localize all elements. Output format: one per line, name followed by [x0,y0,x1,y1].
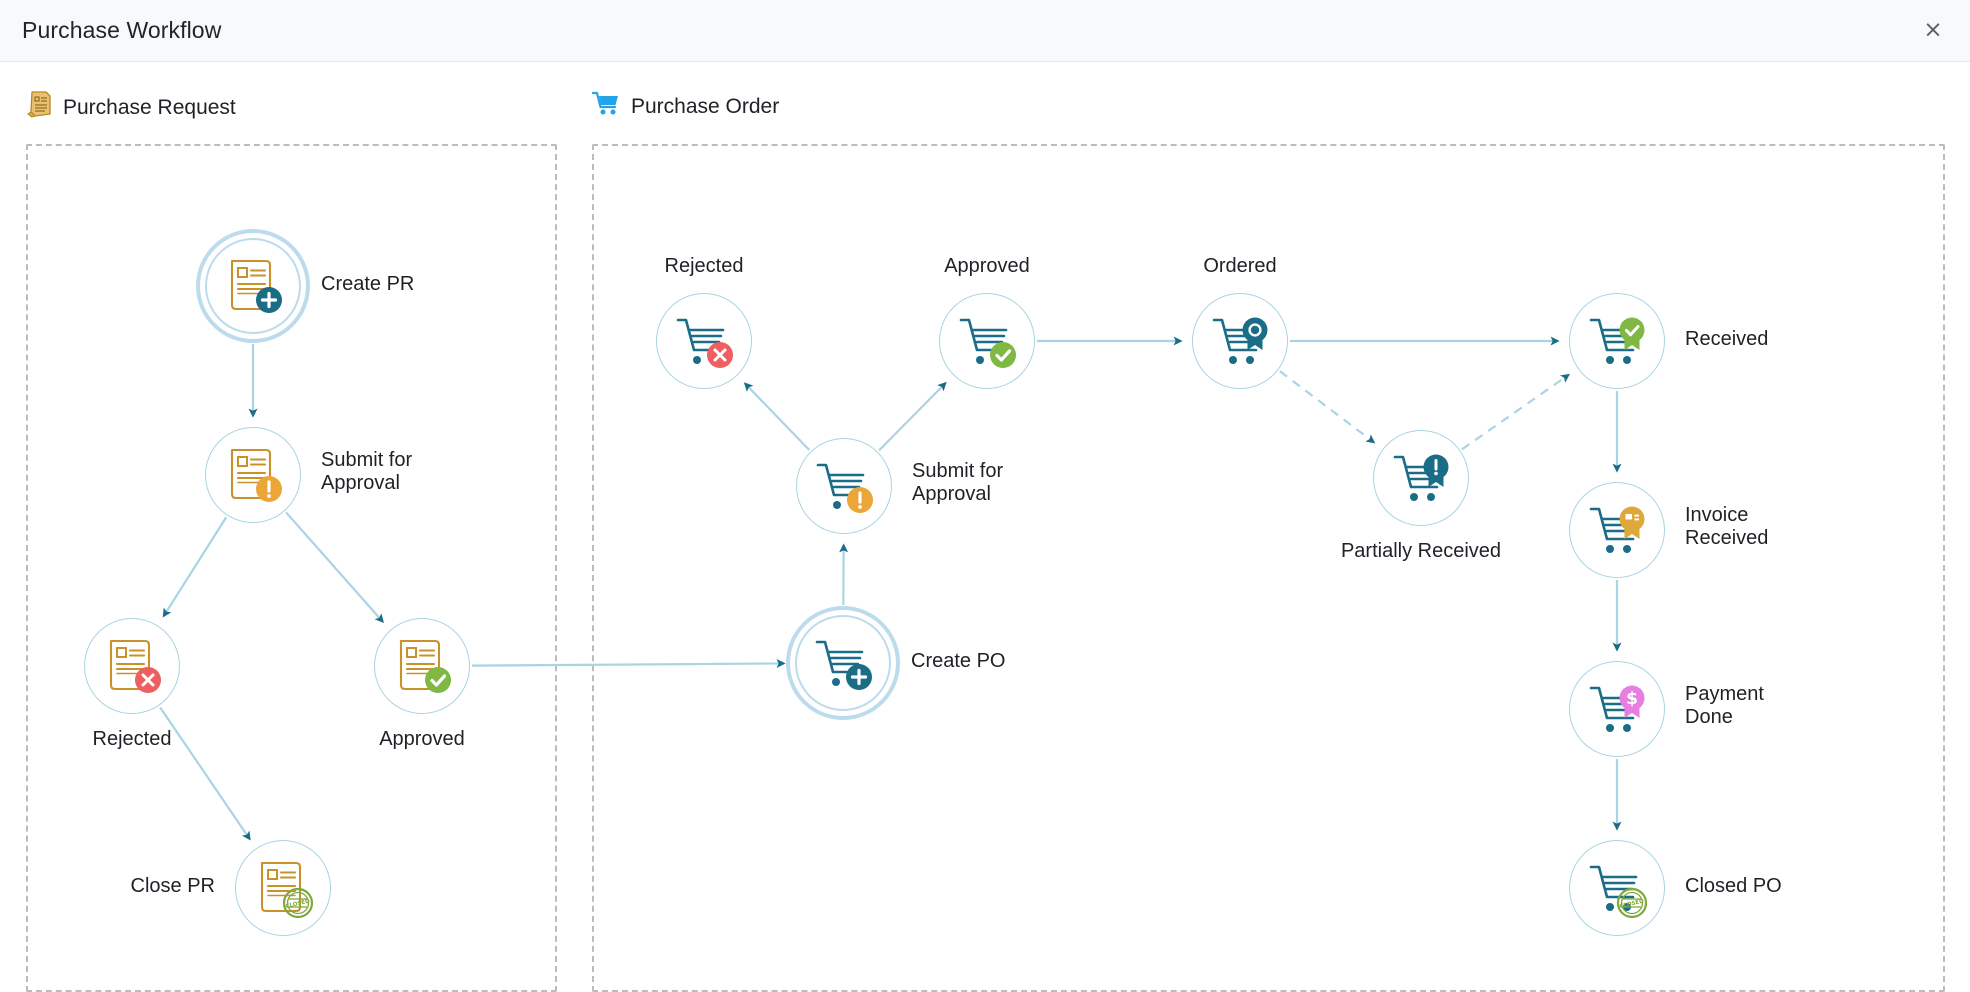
edge-po-ordered-to-po-partial [1280,371,1374,442]
window-titlebar: Purchase Workflow × [0,0,1970,62]
node-pr-submit[interactable] [205,427,301,523]
shopping-cart-icon [1586,310,1648,372]
edge-po-partial-to-po-received [1462,375,1569,450]
node-label-po-received: Received [1685,328,1768,351]
node-po-submit[interactable] [796,438,892,534]
close-icon[interactable]: × [1918,16,1948,46]
shopping-cart-icon [1586,499,1648,561]
node-po-ordered[interactable] [1192,293,1288,389]
node-pr-rejected[interactable] [84,618,180,714]
node-label-po-payment: Payment Done [1685,683,1764,729]
node-label-po-submit: Submit for Approval [912,460,1003,506]
shopping-cart-icon [956,310,1018,372]
edge-pr-approved-to-po-create [472,663,784,665]
node-po-closed[interactable]: CLOSED [1569,840,1665,936]
node-label-po-partial: Partially Received [1341,540,1501,563]
document-icon [222,255,284,317]
node-po-partial[interactable] [1373,430,1469,526]
shopping-cart-icon [673,310,735,372]
svg-text:$: $ [1626,689,1638,709]
node-po-invoice[interactable] [1569,482,1665,578]
page-title: Purchase Workflow [22,17,221,44]
node-pr-create[interactable] [205,238,301,334]
shopping-cart-icon: $ [1586,678,1648,740]
document-icon: CLOSED [252,857,314,919]
node-pr-approved[interactable] [374,618,470,714]
shopping-cart-icon [1209,310,1271,372]
node-label-pr-create: Create PR [321,273,414,296]
edge-pr-rejected-to-pr-close [160,707,250,839]
document-icon [391,635,453,697]
edge-po-submit-to-po-rejected [745,383,809,450]
node-label-pr-approved: Approved [379,728,465,751]
node-label-po-rejected: Rejected [665,255,744,278]
workflow-canvas: Purchase Request Purchase Order [0,62,1970,944]
node-label-pr-close: Close PR [131,875,215,898]
node-label-po-invoice: Invoice Received [1685,504,1768,550]
node-po-rejected[interactable] [656,293,752,389]
node-po-approved[interactable] [939,293,1035,389]
edge-pr-submit-to-pr-rejected [164,517,227,616]
node-label-pr-submit: Submit for Approval [321,449,412,495]
shopping-cart-icon [812,632,874,694]
node-pr-close[interactable]: CLOSED [235,840,331,936]
node-po-received[interactable] [1569,293,1665,389]
node-label-po-approved: Approved [944,255,1030,278]
node-label-po-create: Create PO [911,650,1005,673]
shopping-cart-icon [813,455,875,517]
node-po-create[interactable] [795,615,891,711]
edge-pr-submit-to-pr-approved [286,512,383,621]
node-label-po-ordered: Ordered [1203,255,1276,278]
node-label-pr-rejected: Rejected [93,728,172,751]
node-label-po-closed: Closed PO [1685,875,1782,898]
shopping-cart-icon: CLOSED [1586,857,1648,919]
node-po-payment[interactable]: $ [1569,661,1665,757]
shopping-cart-icon [1390,447,1452,509]
document-icon [101,635,163,697]
edge-po-submit-to-po-approved [879,383,945,450]
document-icon [222,444,284,506]
